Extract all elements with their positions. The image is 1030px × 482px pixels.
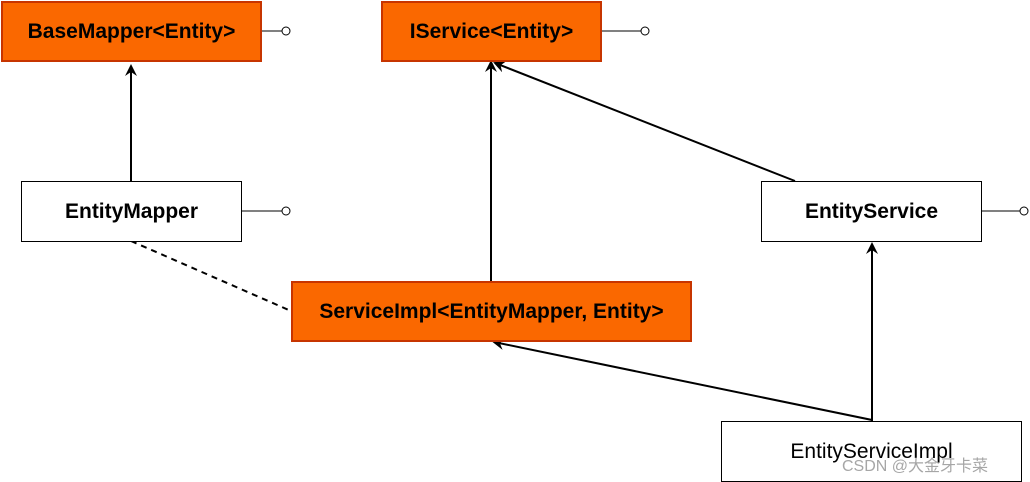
node-entityservice-label: EntityService bbox=[804, 199, 939, 223]
node-serviceimpl-label: ServiceImpl<EntityMapper, Entity> bbox=[319, 299, 664, 323]
node-basemapper: BaseMapper<Entity> bbox=[1, 1, 262, 62]
lollipop-entitymapper bbox=[242, 206, 291, 216]
node-entityserviceimpl: EntityServiceImpl bbox=[721, 421, 1022, 482]
lollipop-iservice bbox=[602, 26, 650, 36]
node-entityservice: EntityService bbox=[761, 181, 982, 242]
node-basemapper-label: BaseMapper<Entity> bbox=[27, 19, 236, 43]
dashed-entitymapper-to-serviceimpl bbox=[130, 240, 292, 312]
node-iservice-label: IService<Entity> bbox=[409, 19, 574, 43]
lollipop-entityservice bbox=[982, 206, 1029, 216]
node-entitymapper: EntityMapper bbox=[21, 181, 242, 242]
lollipop-basemapper bbox=[262, 26, 291, 36]
arrow-entityserviceimpl-to-serviceimpl bbox=[492, 338, 873, 421]
node-serviceimpl: ServiceImpl<EntityMapper, Entity> bbox=[291, 281, 692, 342]
arrow-entityservice-to-iservice bbox=[493, 61, 796, 182]
watermark-text: CSDN @大金牙卡菜 bbox=[842, 458, 989, 475]
node-iservice: IService<Entity> bbox=[381, 1, 602, 62]
node-entitymapper-label: EntityMapper bbox=[64, 199, 198, 223]
node-entityserviceimpl-label: EntityServiceImpl bbox=[790, 439, 953, 463]
